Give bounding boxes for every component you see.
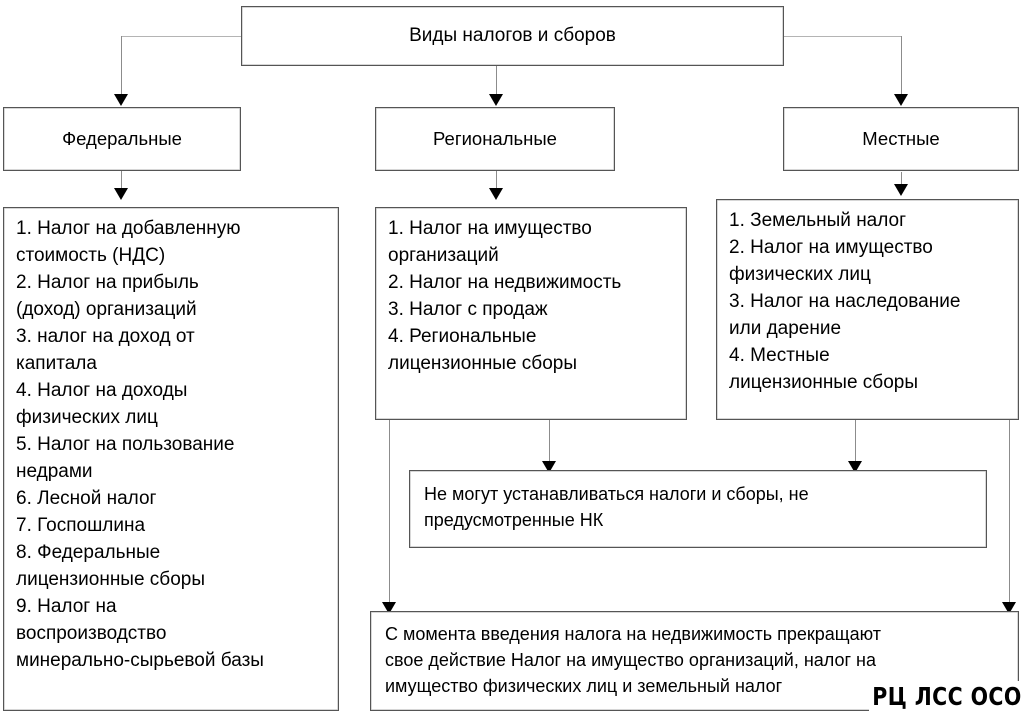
bottom-box: С момента введения налога на недвижимост…: [370, 611, 1019, 711]
list-item: 8. Федеральные: [16, 541, 161, 563]
note-line: Не могут устанавливаться налоги и сборы,…: [424, 484, 809, 504]
note-box: Не могут устанавливаться налоги и сборы,…: [409, 470, 987, 548]
list-item: минерально-сырьевой базы: [16, 649, 264, 671]
list-item: 3. Налог с продаж: [388, 298, 548, 320]
list-item: 4. Местные: [729, 344, 830, 366]
watermark-label: РЦ ЛСС ОСО: [869, 681, 1024, 712]
arrow-title-to-federal: [114, 94, 128, 106]
list-item: 3. Налог на наследование: [729, 290, 961, 312]
list-box-local: 1. Земельный налог 2. Налог на имущество…: [716, 199, 1019, 420]
list-item: 5. Налог на пользование: [16, 433, 235, 455]
list-item: недрами: [16, 460, 93, 482]
connector-federal-to-list-vertical: [121, 170, 122, 194]
list-item: физических лиц: [16, 406, 158, 428]
arrow-regional-to-list: [489, 188, 503, 200]
connector-regional-to-list-vertical: [496, 170, 497, 194]
arrow-title-to-local: [894, 94, 908, 106]
list-item: или дарение: [729, 317, 842, 339]
category-label-regional: Региональные: [433, 128, 557, 149]
category-label-local: Местные: [862, 128, 940, 149]
connector-regional-list-to-bottom-vertical: [389, 420, 390, 610]
category-box-local: Местные: [783, 107, 1019, 171]
list-item: 2. Налог на имущество: [729, 236, 933, 258]
bottom-line: имущество физических лиц и земельный нал…: [385, 676, 783, 697]
category-box-regional: Региональные: [375, 107, 615, 171]
bottom-line: свое действие Налог на имущество организ…: [385, 650, 877, 671]
connector-title-to-regional-vertical: [496, 65, 497, 100]
bottom-line: С момента введения налога на недвижимост…: [385, 624, 881, 644]
list-box-regional: 1. Налог на имущество организаций 2. Нал…: [375, 207, 687, 420]
list-item: физических лиц: [729, 263, 871, 285]
connector-local-list-to-note-vertical: [855, 420, 856, 468]
connector-title-to-local-vertical: [901, 36, 902, 100]
connector-title-to-federal-vertical: [121, 36, 122, 100]
list-item: 7. Госпошлина: [16, 514, 146, 536]
list-item: капитала: [16, 352, 97, 374]
category-label-federal: Федеральные: [62, 128, 182, 149]
connector-local-to-list-vertical: [901, 172, 902, 188]
list-item: 9. Налог на: [16, 595, 117, 617]
title-box: Виды налогов и сборов: [241, 6, 784, 66]
connector-title-to-federal-horizontal: [121, 36, 243, 37]
list-item: лицензионные сборы: [729, 371, 918, 393]
list-item: 2. Налог на недвижимость: [388, 271, 622, 293]
list-item: 1. Земельный налог: [729, 210, 907, 231]
list-item: лицензионные сборы: [16, 568, 205, 590]
list-item: 1. Налог на добавленную: [16, 218, 241, 239]
arrow-title-to-regional: [489, 94, 503, 106]
title-box-label: Виды налогов и сборов: [409, 25, 616, 47]
list-item: 2. Налог на прибыль: [16, 271, 199, 293]
arrow-local-to-list: [894, 184, 908, 196]
category-box-federal: Федеральные: [3, 107, 241, 171]
list-item: организаций: [388, 244, 499, 266]
arrow-federal-to-list: [114, 188, 128, 200]
list-box-federal: 1. Налог на добавленную стоимость (НДС) …: [3, 207, 339, 711]
list-item: (доход) организаций: [16, 298, 197, 320]
list-item: стоимость (НДС): [16, 244, 166, 266]
connector-regional-list-to-note-vertical: [549, 420, 550, 468]
connector-local-list-to-bottom-vertical: [1009, 420, 1010, 610]
list-item: 4. Налог на доходы: [16, 379, 188, 401]
list-item: лицензионные сборы: [388, 352, 577, 374]
connector-title-to-local-horizontal: [782, 36, 902, 37]
list-item: 3. налог на доход от: [16, 325, 195, 347]
list-item: воспроизводство: [16, 622, 167, 644]
list-item: 6. Лесной налог: [16, 487, 157, 509]
note-line: предусмотренные НК: [424, 510, 604, 531]
list-item: 4. Региональные: [388, 325, 537, 347]
list-item: 1. Налог на имущество: [388, 218, 592, 239]
